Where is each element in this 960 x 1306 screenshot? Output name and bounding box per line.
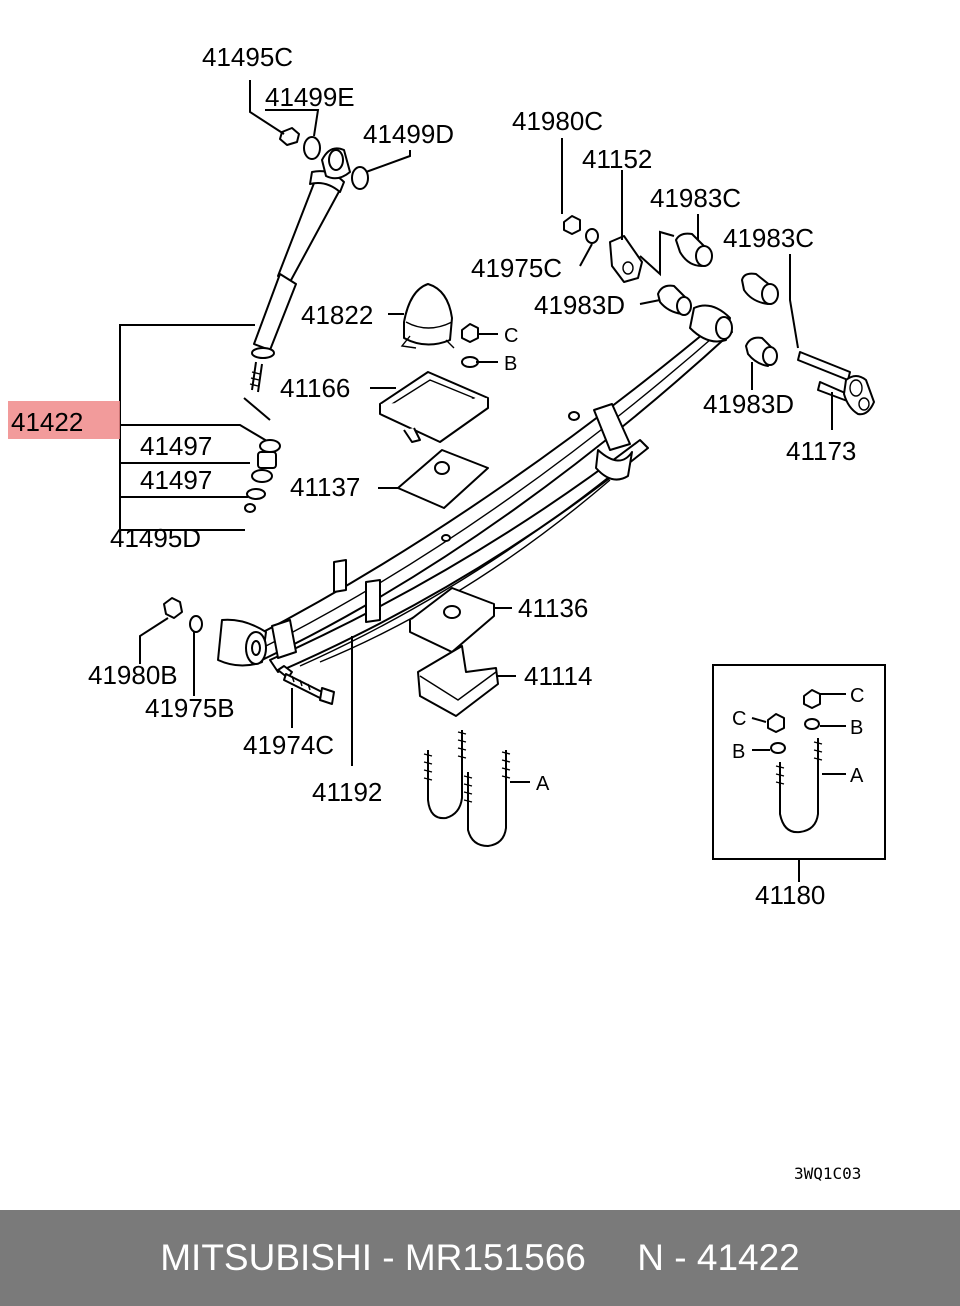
nut-41980C <box>563 215 581 235</box>
bushing-41983D-a <box>657 284 692 316</box>
label-41180[interactable]: 41180 <box>755 880 825 910</box>
label-41137[interactable]: 41137 <box>290 472 360 502</box>
nut-c-main <box>461 323 479 343</box>
shock-bushings <box>244 439 281 513</box>
footer-bar: MITSUBISHI - MR151566 N - 41422 <box>0 1210 960 1306</box>
label-41974C[interactable]: 41974C <box>243 730 334 760</box>
label-41173[interactable]: 41173 <box>786 436 856 466</box>
label-a-box: A <box>850 765 864 787</box>
plate-41114 <box>417 645 499 717</box>
label-41983D-b[interactable]: 41983D <box>703 389 794 419</box>
washer-41975B <box>189 615 203 633</box>
label-41422[interactable]: 41422 <box>11 407 83 437</box>
shackle-41173 <box>797 351 875 416</box>
shock-absorber[interactable] <box>249 147 351 393</box>
hanger-41152 <box>609 230 675 283</box>
diagram-code: 3WQ1C03 <box>794 1164 861 1183</box>
label-c-box-1: C <box>850 685 864 707</box>
label-41983C-a[interactable]: 41983C <box>650 183 741 213</box>
bump-stop-41822 <box>400 283 455 349</box>
footer-part-text: MITSUBISHI - MR151566 N - 41422 <box>160 1237 800 1278</box>
nut-41980B <box>163 597 183 619</box>
label-41822[interactable]: 41822 <box>301 300 373 330</box>
label-41495D[interactable]: 41495D <box>110 523 201 553</box>
label-41499D[interactable]: 41499D <box>363 119 454 149</box>
part-highlight <box>8 401 120 439</box>
label-b-box-2: B <box>732 741 745 763</box>
label-a-main: A <box>536 773 550 795</box>
label-41192[interactable]: 41192 <box>312 777 382 807</box>
label-41499E[interactable]: 41499E <box>265 82 355 112</box>
label-41975B[interactable]: 41975B <box>145 693 235 723</box>
u-bolts <box>423 730 511 848</box>
bolt-41974C <box>277 665 335 705</box>
washer-b-main <box>461 356 479 368</box>
bracket-41166 <box>379 371 489 443</box>
bushing-41983C-b <box>741 272 779 305</box>
seat-41136 <box>409 587 495 653</box>
label-c-box-2: C <box>732 708 746 730</box>
nut-41495C <box>279 127 300 146</box>
washer-41499E <box>303 136 321 160</box>
leaf-spring[interactable] <box>217 304 733 673</box>
label-41114[interactable]: 41114 <box>524 661 592 691</box>
label-b-box-1: B <box>850 717 863 739</box>
label-41980B[interactable]: 41980B <box>88 660 178 690</box>
washer-41499D <box>351 166 369 190</box>
label-41166[interactable]: 41166 <box>280 373 350 403</box>
label-41495C[interactable]: 41495C <box>202 42 293 72</box>
label-41975C[interactable]: 41975C <box>471 253 562 283</box>
label-41497-a[interactable]: 41497 <box>140 431 212 461</box>
label-41152[interactable]: 41152 <box>582 144 652 174</box>
washer-41975C <box>585 228 599 244</box>
bushing-41983C-a <box>675 232 713 267</box>
parts-diagram: 41495C 41499E 41499D 41980C 41152 41983C… <box>8 42 886 1183</box>
bushing-41983D-b <box>745 336 778 367</box>
pad-41137 <box>397 449 489 509</box>
label-41983D-a[interactable]: 41983D <box>534 290 625 320</box>
label-41136[interactable]: 41136 <box>518 593 588 623</box>
label-c-main: C <box>504 325 518 347</box>
bracket-41422 <box>119 324 273 531</box>
label-41980C[interactable]: 41980C <box>512 106 603 136</box>
label-41983C-b[interactable]: 41983C <box>723 223 814 253</box>
label-41497-b[interactable]: 41497 <box>140 465 212 495</box>
label-b-main: B <box>504 353 517 375</box>
